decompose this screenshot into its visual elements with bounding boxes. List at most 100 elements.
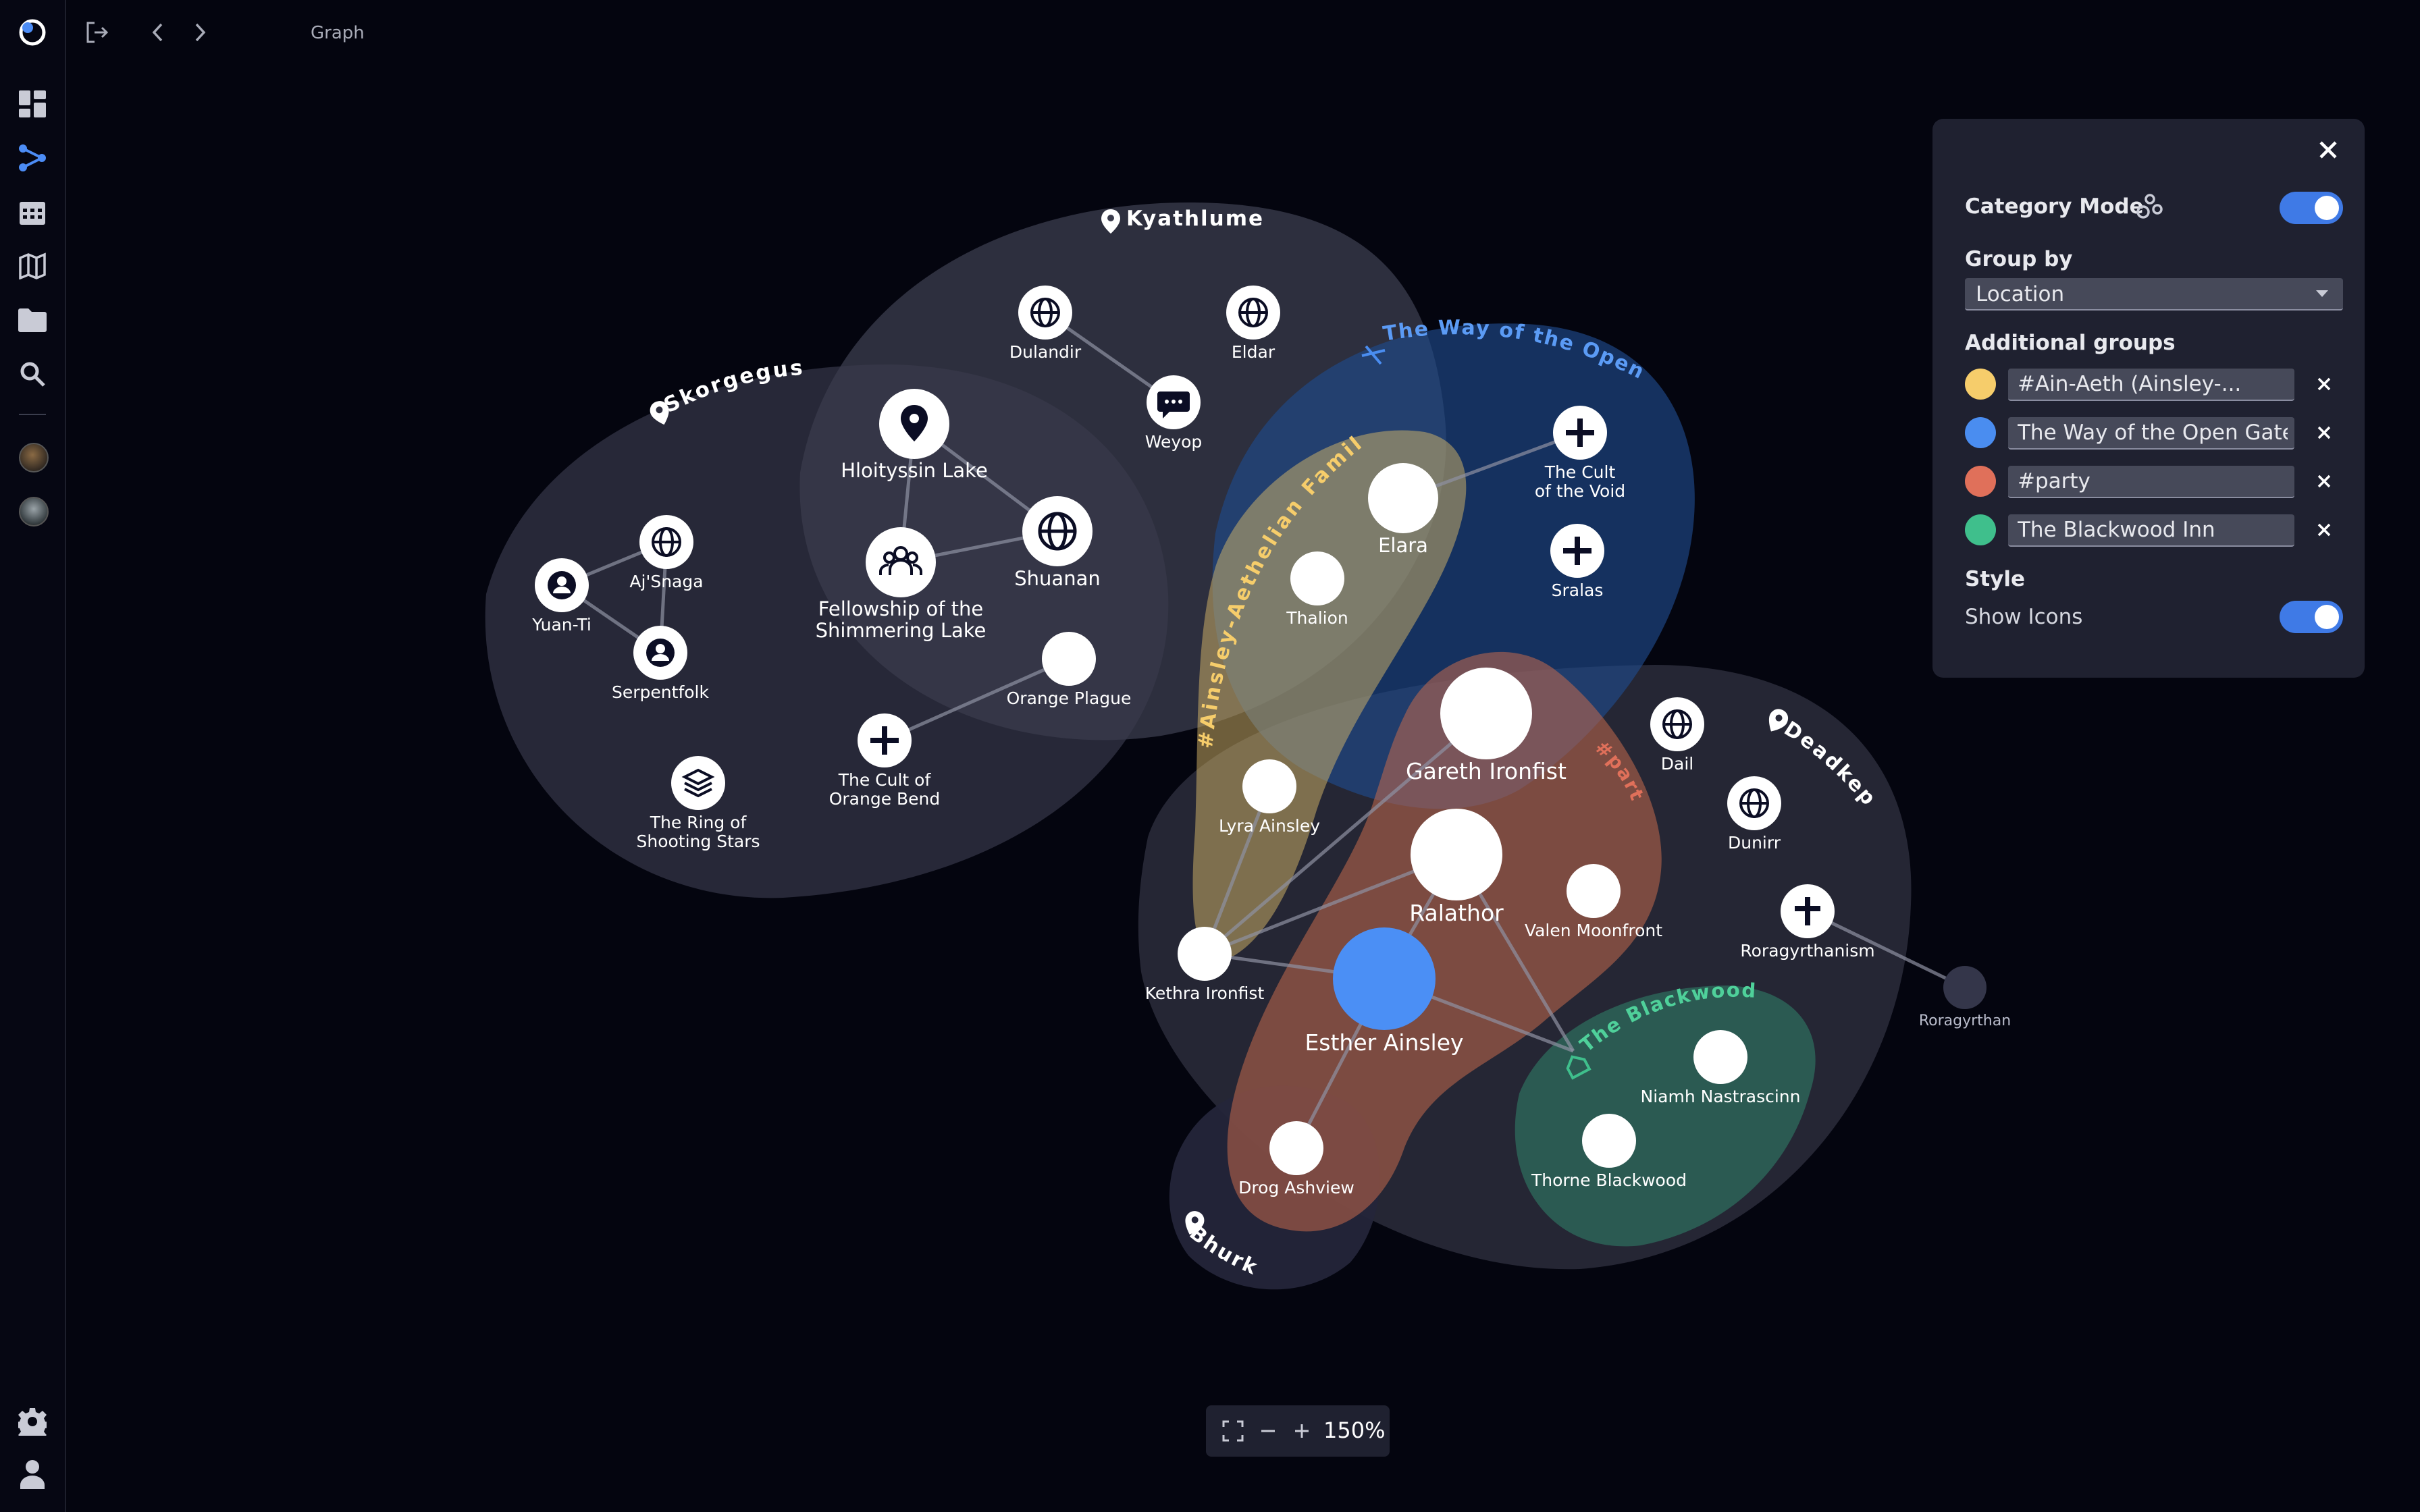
location-pin-icon [1101,209,1120,234]
chevron-down-icon [2316,290,2328,297]
group-color-party[interactable] [1965,466,1996,497]
node-label: Shuanan [1014,567,1100,590]
location-pin-icon [650,401,669,425]
node-eldar[interactable]: Eldar [1226,286,1280,362]
search-icon[interactable] [16,358,49,390]
dashboard-icon[interactable] [16,88,49,120]
node-label: Aj'Snaga [629,572,703,591]
topbar: Graph [65,0,2420,65]
node-label: Ralathor [1409,900,1504,926]
graph-icon[interactable] [16,142,49,174]
group-field-party[interactable]: #party [2008,466,2294,498]
location-pin-icon [1768,709,1789,732]
node-label: Esther Ainsley [1305,1029,1463,1056]
node-dunirr[interactable]: Dunirr [1727,776,1781,853]
globe-icon [1030,298,1060,327]
avatar[interactable] [19,497,49,526]
map-icon[interactable] [16,250,49,282]
group-color-open-gate[interactable] [1965,417,1996,448]
node-lyra-ainsley[interactable]: Lyra Ainsley [1219,759,1320,836]
cross-icon [1795,897,1820,925]
node-label: Thalion [1286,608,1348,628]
node-label: Roragyrthanism [1740,941,1874,961]
node-shuanan[interactable]: Shuanan [1014,496,1101,590]
show-icons-toggle[interactable] [2280,601,2343,633]
avatar[interactable] [19,443,49,473]
category-mode-label: Category Mode [1965,194,2144,219]
remove-group-icon[interactable] [2311,419,2338,446]
group-field-ain-aeth[interactable]: #Ain-Aeth (Ainsley-... [2008,369,2294,401]
remove-group-icon[interactable] [2311,516,2338,543]
node-valen-moonfront[interactable]: Valen Moonfront [1525,864,1662,940]
node-fellowship[interactable]: Fellowship of the Shimmering Lake [816,527,987,642]
calendar-icon[interactable] [16,196,49,228]
node-esther-ainsley[interactable]: Esther Ainsley [1305,927,1464,1056]
user-icon[interactable] [16,1458,49,1490]
group-color-blackwood[interactable] [1965,514,1996,545]
node-ring-of-shooting-stars[interactable]: The Ring of Shooting Stars [636,756,760,851]
group-label-kyathlume: Kyathlume [1126,207,1264,231]
node-ralathor[interactable]: Ralathor [1409,809,1504,926]
node-roragyrthanism[interactable]: Roragyrthanism [1740,884,1875,961]
node-drog-ashview[interactable]: Drog Ashview [1238,1121,1354,1197]
settings-icon[interactable] [16,1405,49,1438]
zoom-out-icon[interactable] [1252,1415,1284,1447]
node-ajsnaga[interactable]: Aj'Snaga [629,515,704,591]
exit-icon[interactable] [81,16,113,49]
node-label: Kethra Ironfist [1145,983,1265,1003]
person-icon [548,571,576,599]
group-by-select[interactable]: Location [1965,278,2343,310]
node-roragyrthan[interactable]: Roragyrthan [1919,966,2011,1029]
node-cult-orange-bend[interactable]: The Cult of Orange Bend [829,713,941,809]
node-label: Dulandir [1009,342,1082,362]
chat-bubble-icon [1157,392,1190,418]
back-arrow-icon[interactable] [142,16,174,49]
node-thorne-blackwood[interactable]: Thorne Blackwood [1531,1114,1687,1190]
node-serpentfolk[interactable]: Serpentfolk [612,626,709,702]
node-niamh-nastrascinn[interactable]: Niamh Nastrascinn [1641,1030,1801,1106]
node-yuan-ti[interactable]: Yuan-Ti [531,558,591,634]
cross-icon [870,726,899,755]
node-sralas[interactable]: Sralas [1550,524,1604,600]
logo-icon[interactable] [16,16,49,49]
node-label: Shooting Stars [636,832,760,851]
node-cult-of-the-void[interactable]: The Cult of the Void [1535,406,1625,501]
node-label: Dunirr [1728,833,1781,853]
globe-icon [1238,298,1268,327]
person-icon [646,639,675,667]
category-mode-toggle[interactable] [2280,192,2343,224]
fit-screen-icon[interactable] [1217,1415,1249,1447]
node-hloityssin-lake[interactable]: Hloityssin Lake [841,389,988,482]
close-icon[interactable] [2311,132,2346,167]
node-label: of the Void [1535,481,1625,501]
forward-arrow-icon[interactable] [184,16,216,49]
node-thalion[interactable]: Thalion [1286,551,1348,628]
node-weyop[interactable]: Weyop [1145,375,1203,452]
node-dail[interactable]: Dail [1650,697,1704,774]
node-dulandir[interactable]: Dulandir [1009,286,1082,362]
node-gareth-ironfist[interactable]: Gareth Ironfist [1406,668,1567,784]
node-orange-plague[interactable]: Orange Plague [1007,632,1132,708]
group-color-ain-aeth[interactable] [1965,369,1996,400]
zoom-in-icon[interactable] [1286,1415,1318,1447]
node-label: Orange Plague [1007,688,1132,708]
node-elara[interactable]: Elara [1368,463,1438,557]
remove-group-icon[interactable] [2311,468,2338,495]
folder-icon[interactable] [16,304,49,336]
cross-icon [1563,537,1592,565]
group-by-value: Location [1976,282,2065,306]
group-field-label: The Blackwood Inn [2018,518,2215,542]
remove-group-icon[interactable] [2311,371,2338,398]
node-label: Thorne Blackwood [1531,1170,1687,1190]
show-icons-label: Show Icons [1965,605,2083,629]
group-field-blackwood[interactable]: The Blackwood Inn [2008,514,2294,547]
house-icon [1566,1055,1592,1080]
node-label: Weyop [1145,432,1203,452]
node-label: The Cult [1544,462,1616,482]
node-label: Hloityssin Lake [841,459,988,482]
group-field-open-gate[interactable]: The Way of the Open Gate [2008,417,2294,450]
node-kethra-ironfist[interactable]: Kethra Ironfist [1145,927,1265,1003]
sidebar-divider [19,414,46,415]
node-label: Orange Bend [829,789,941,809]
